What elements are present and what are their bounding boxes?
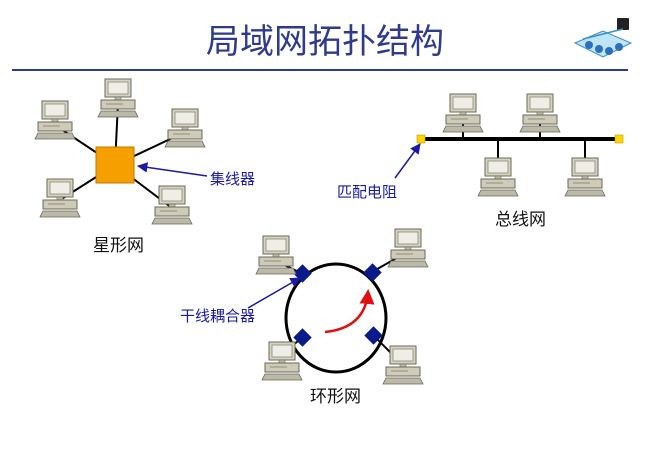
hub-label: 集线器 xyxy=(210,170,256,188)
coupler-label: 干线耦合器 xyxy=(180,307,256,325)
trunk-coupler xyxy=(364,326,383,345)
computer-icon xyxy=(164,108,206,148)
computer-icon xyxy=(255,235,297,275)
terminator-label: 匹配电阻 xyxy=(337,183,398,201)
trunk-coupler xyxy=(293,328,312,347)
trunk-coupler xyxy=(363,263,382,282)
computer-icon xyxy=(519,93,561,133)
terminator xyxy=(416,134,426,144)
hub xyxy=(95,146,135,184)
bus-caption: 总线网 xyxy=(495,210,546,230)
computer-icon xyxy=(34,100,76,140)
terminator-callout-arrow xyxy=(394,143,421,179)
computer-icon xyxy=(97,78,139,118)
ring-caption: 环形网 xyxy=(310,387,361,407)
computer-icon xyxy=(387,228,429,268)
computer-icon xyxy=(564,157,606,197)
computer-icon xyxy=(151,185,193,225)
computer-icon xyxy=(39,178,81,218)
ring-direction-arrow xyxy=(324,289,375,334)
computer-icon xyxy=(261,341,303,381)
bus-topology xyxy=(394,93,624,197)
computer-icon xyxy=(442,93,484,133)
star-topology xyxy=(34,78,208,225)
computer-icon xyxy=(477,157,519,197)
terminator xyxy=(614,134,624,144)
network-logo-icon xyxy=(573,18,633,58)
page-title: 局域网拓扑结构 xyxy=(206,22,444,62)
hub-callout-arrow xyxy=(136,162,208,177)
ring-topology xyxy=(247,228,429,385)
star-caption: 星形网 xyxy=(93,236,144,256)
coupler-callout-arrow xyxy=(247,277,301,309)
